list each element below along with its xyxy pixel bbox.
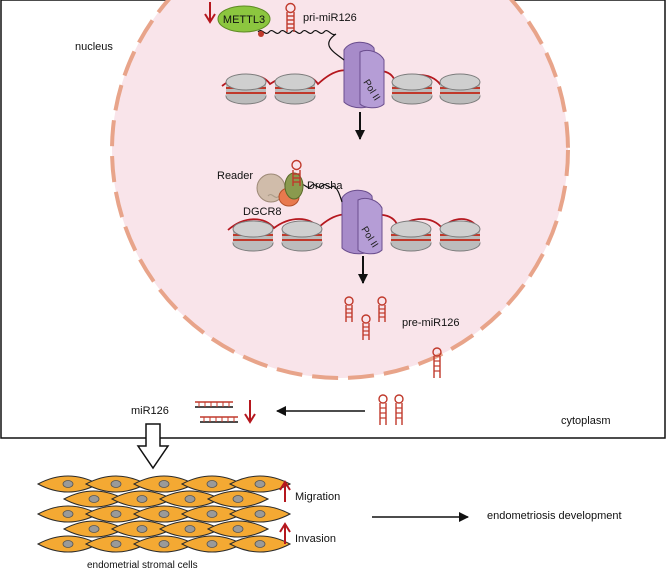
cell-nucleus	[254, 510, 266, 518]
cell-nucleus	[62, 540, 74, 548]
mature-mir126-duplex	[200, 416, 238, 423]
pre-mir-hairpin	[361, 314, 371, 340]
cell-nucleus	[254, 480, 266, 488]
cell-nucleus	[184, 525, 196, 533]
nucleosome	[391, 73, 433, 105]
cell-nucleus	[136, 525, 148, 533]
cell-nucleus	[62, 510, 74, 518]
dgcr8-label: DGCR8	[243, 206, 282, 218]
nascent-rna-top	[257, 29, 345, 61]
stromal-cells-label: endometrial stromal cells	[87, 560, 198, 571]
chromatin-top	[221, 69, 481, 105]
nucleosome	[225, 73, 267, 105]
chromatin-middle	[227, 213, 481, 252]
nucleus-label: nucleus	[75, 41, 113, 53]
drosha-label: Drosha	[307, 180, 343, 192]
cell-nucleus	[110, 480, 122, 488]
cell-nucleus	[62, 480, 74, 488]
m6a-mark	[258, 31, 264, 37]
invasion-up-arrow-head	[279, 522, 291, 533]
cell-nucleus	[88, 525, 100, 533]
cell-nucleus	[232, 495, 244, 503]
rna-polymerase-top: Pol II	[343, 41, 385, 109]
mir126-label: miR126	[131, 405, 169, 417]
drosha-protein	[284, 172, 304, 200]
pre-mir-hairpin	[394, 394, 404, 425]
pre-mir-exporting	[432, 347, 442, 378]
pre-mir-hairpin	[377, 296, 387, 322]
cell-nucleus	[110, 510, 122, 518]
migration-label: Migration	[295, 491, 340, 503]
cell-nucleus	[232, 525, 244, 533]
outcome-label: endometriosis development	[487, 510, 622, 522]
cell-nucleus	[254, 540, 266, 548]
nucleosome	[439, 220, 481, 252]
mettl3-label: METTL3	[223, 14, 265, 26]
pre-mir-hairpin	[378, 394, 388, 425]
cell-nucleus	[88, 495, 100, 503]
cell-nucleus	[206, 510, 218, 518]
cell-nucleus	[206, 480, 218, 488]
cell-nucleus	[110, 540, 122, 548]
mir126-down-arrow-head	[244, 413, 256, 424]
nucleosome	[232, 220, 274, 252]
nucleosome	[281, 220, 323, 252]
invasion-label: Invasion	[295, 533, 336, 545]
pre-mir-hairpin	[344, 296, 354, 322]
cell-nucleus	[158, 540, 170, 548]
nucleosome	[274, 73, 316, 105]
cell-nucleus	[184, 495, 196, 503]
hollow-down-arrow	[136, 423, 170, 470]
reader-label: Reader	[217, 170, 253, 182]
hairpin-middle	[291, 159, 302, 186]
nucleosome	[390, 220, 432, 252]
mettl3-down-arrow-head	[204, 13, 216, 24]
cell-nucleus	[136, 495, 148, 503]
hairpin-top	[285, 2, 296, 32]
nascent-rna-middle	[299, 183, 343, 203]
cytoplasm-label: cytoplasm	[561, 415, 611, 427]
cell-nucleus	[158, 510, 170, 518]
rna-polymerase-middle: Pol II	[341, 189, 383, 255]
pri-mir126-label: pri-miR126	[303, 12, 357, 24]
mature-mir126-duplex	[195, 401, 233, 408]
pre-mir126-group	[344, 296, 387, 340]
migration-up-arrow-head	[279, 480, 291, 491]
pre-mir-cytoplasm	[378, 394, 404, 425]
cell-nucleus	[206, 540, 218, 548]
endometrial-stromal-cells	[36, 475, 292, 553]
mettl3-protein	[217, 5, 271, 33]
nucleosome	[439, 73, 481, 105]
cell-nucleus	[158, 480, 170, 488]
pre-mir126-label: pre-miR126	[402, 317, 459, 329]
